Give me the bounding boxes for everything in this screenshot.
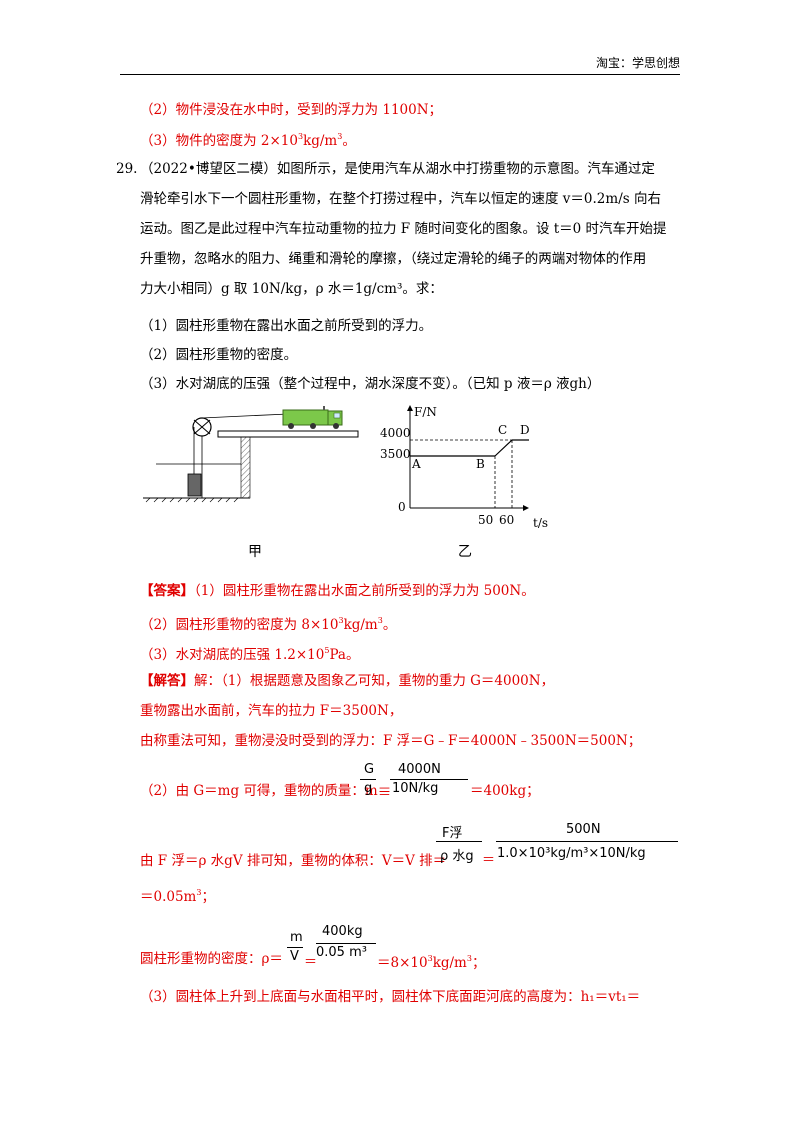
problem-line-1: （2022•博望区二模）如图所示，是使用汽车从湖水中打捞重物的示意图。汽车通过定 <box>140 161 655 177</box>
solution-2: 重物露出水面前，汽车的拉力 F＝3500N， <box>140 703 403 719</box>
frac-4000-num: 4000N <box>398 762 441 777</box>
eq-sign: ＝ <box>304 955 318 970</box>
prev-answer-2: （2）物件浸没在水中时，受到的浮力为 1100N； <box>140 102 443 118</box>
question-1: （1）圆柱形重物在露出水面之前所受到的浮力。 <box>140 318 433 334</box>
solution-8: （3）圆柱体上升到上底面与水面相平时，圆柱体下底面距河底的高度为：h₁＝vt₁＝ <box>140 989 641 1005</box>
point-label-a: A <box>411 457 421 471</box>
frac-500-num: 500N <box>566 822 601 837</box>
frac-400-num: 400kg <box>322 924 363 939</box>
frac-400-den: 0.05 m³ <box>316 945 367 960</box>
cylinder-object <box>187 473 202 497</box>
y-tick-4000: 4000 <box>380 426 411 440</box>
frac-ffu-den: ρ 水g <box>440 849 474 864</box>
problem-number: 29. <box>116 161 138 177</box>
point-label-d: D <box>520 423 530 437</box>
point-label-b: B <box>476 457 485 471</box>
frac-4000-den: 10N/kg <box>392 781 439 796</box>
solution-3: 由称重法可知，重物浸没时受到的浮力：F 浮＝G﹣F＝4000N﹣3500N＝50… <box>140 733 642 749</box>
x-axis-label: t/s <box>533 516 548 530</box>
caption-b: 乙 <box>458 544 472 560</box>
caption-a: 甲 <box>248 544 262 560</box>
problem-line-5: 力大小相同）g 取 10N/kg，ρ 水＝1g/cm³。求： <box>140 281 443 297</box>
solution-1: 【解答】解：（1）根据题意及图象乙可知，重物的重力 G＝4000N， <box>140 673 555 689</box>
question-3: （3）水对湖底的压强（整个过程中，湖水深度不变）。（已知 p 液＝ρ 液gh） <box>140 376 601 392</box>
solution-6: ＝0.05m3； <box>140 888 215 905</box>
truck-icon <box>282 406 343 429</box>
frac-bar <box>316 943 376 944</box>
frac-500-den: 1.0×10³kg/m³×10N/kg <box>497 846 646 861</box>
y-tick-0: 0 <box>398 500 406 514</box>
series-segment-BC <box>494 439 513 457</box>
solution-4: （2）由 G＝mg 可得，重物的质量：m＝ <box>140 783 392 799</box>
solution-7-result: ＝8×103kg/m3； <box>377 954 486 971</box>
problem-line-2: 滑轮牵引水下一个圆柱形重物，在整个打捞过程中，汽车以恒定的速度 v＝0.2m/s… <box>140 191 661 207</box>
figure-b-chart: F/N t/s 4000 3500 0 50 60 A B C D <box>380 405 548 530</box>
eq-sign: ＝ <box>378 787 392 802</box>
solution-4-result: ＝400kg； <box>470 783 540 799</box>
y-tick-3500: 3500 <box>380 447 411 461</box>
frac-bar <box>390 779 468 780</box>
frac-m-den: V <box>290 949 299 964</box>
eq-sign: ＝ <box>482 853 496 868</box>
page-header: 淘宝：学思创想 <box>120 52 680 75</box>
frac-m-num: m <box>290 930 303 945</box>
figure-a-diagram <box>143 406 359 503</box>
x-tick-50: 50 <box>478 513 493 527</box>
answer-3: （3）水对湖底的压强 1.2×105Pa。 <box>140 646 360 663</box>
solution-7: 圆柱形重物的密度：ρ＝ <box>140 951 283 967</box>
frac-bar <box>436 841 482 842</box>
frac-bar <box>496 841 678 842</box>
frac-bar <box>360 779 376 780</box>
prev-answer-3: （3）物件的密度为 2×103kg/m3。 <box>140 132 356 149</box>
question-2: （2）圆柱形重物的密度。 <box>140 347 298 363</box>
frac-ffu-num: F浮 <box>442 826 463 841</box>
problem-line-4: 升重物，忽略水的阻力、绳重和滑轮的摩擦，（绕过定滑轮的绳子的两端对物体的作用 <box>140 251 647 267</box>
header-text: 淘宝：学思创想 <box>595 56 680 70</box>
answer-1: 【答案】（1）圆柱形重物在露出水面之前所受到的浮力为 500N。 <box>140 583 535 599</box>
problem-line-3: 运动。图乙是此过程中汽车拉动重物的拉力 F 随时间变化的图象。设 t＝0 时汽车… <box>140 221 667 237</box>
y-axis-label: F/N <box>414 405 437 419</box>
frac-bar <box>287 947 303 948</box>
point-label-c: C <box>498 423 507 437</box>
frac-g-den: g <box>364 781 373 796</box>
answer-2: （2）圆柱形重物的密度为 8×103kg/m3。 <box>140 616 397 633</box>
frac-g-num: G <box>364 762 375 777</box>
solution-5: 由 F 浮＝ρ 水gV 排可知，重物的体积：V＝V 排＝ <box>140 853 447 869</box>
x-tick-60: 60 <box>499 513 514 527</box>
